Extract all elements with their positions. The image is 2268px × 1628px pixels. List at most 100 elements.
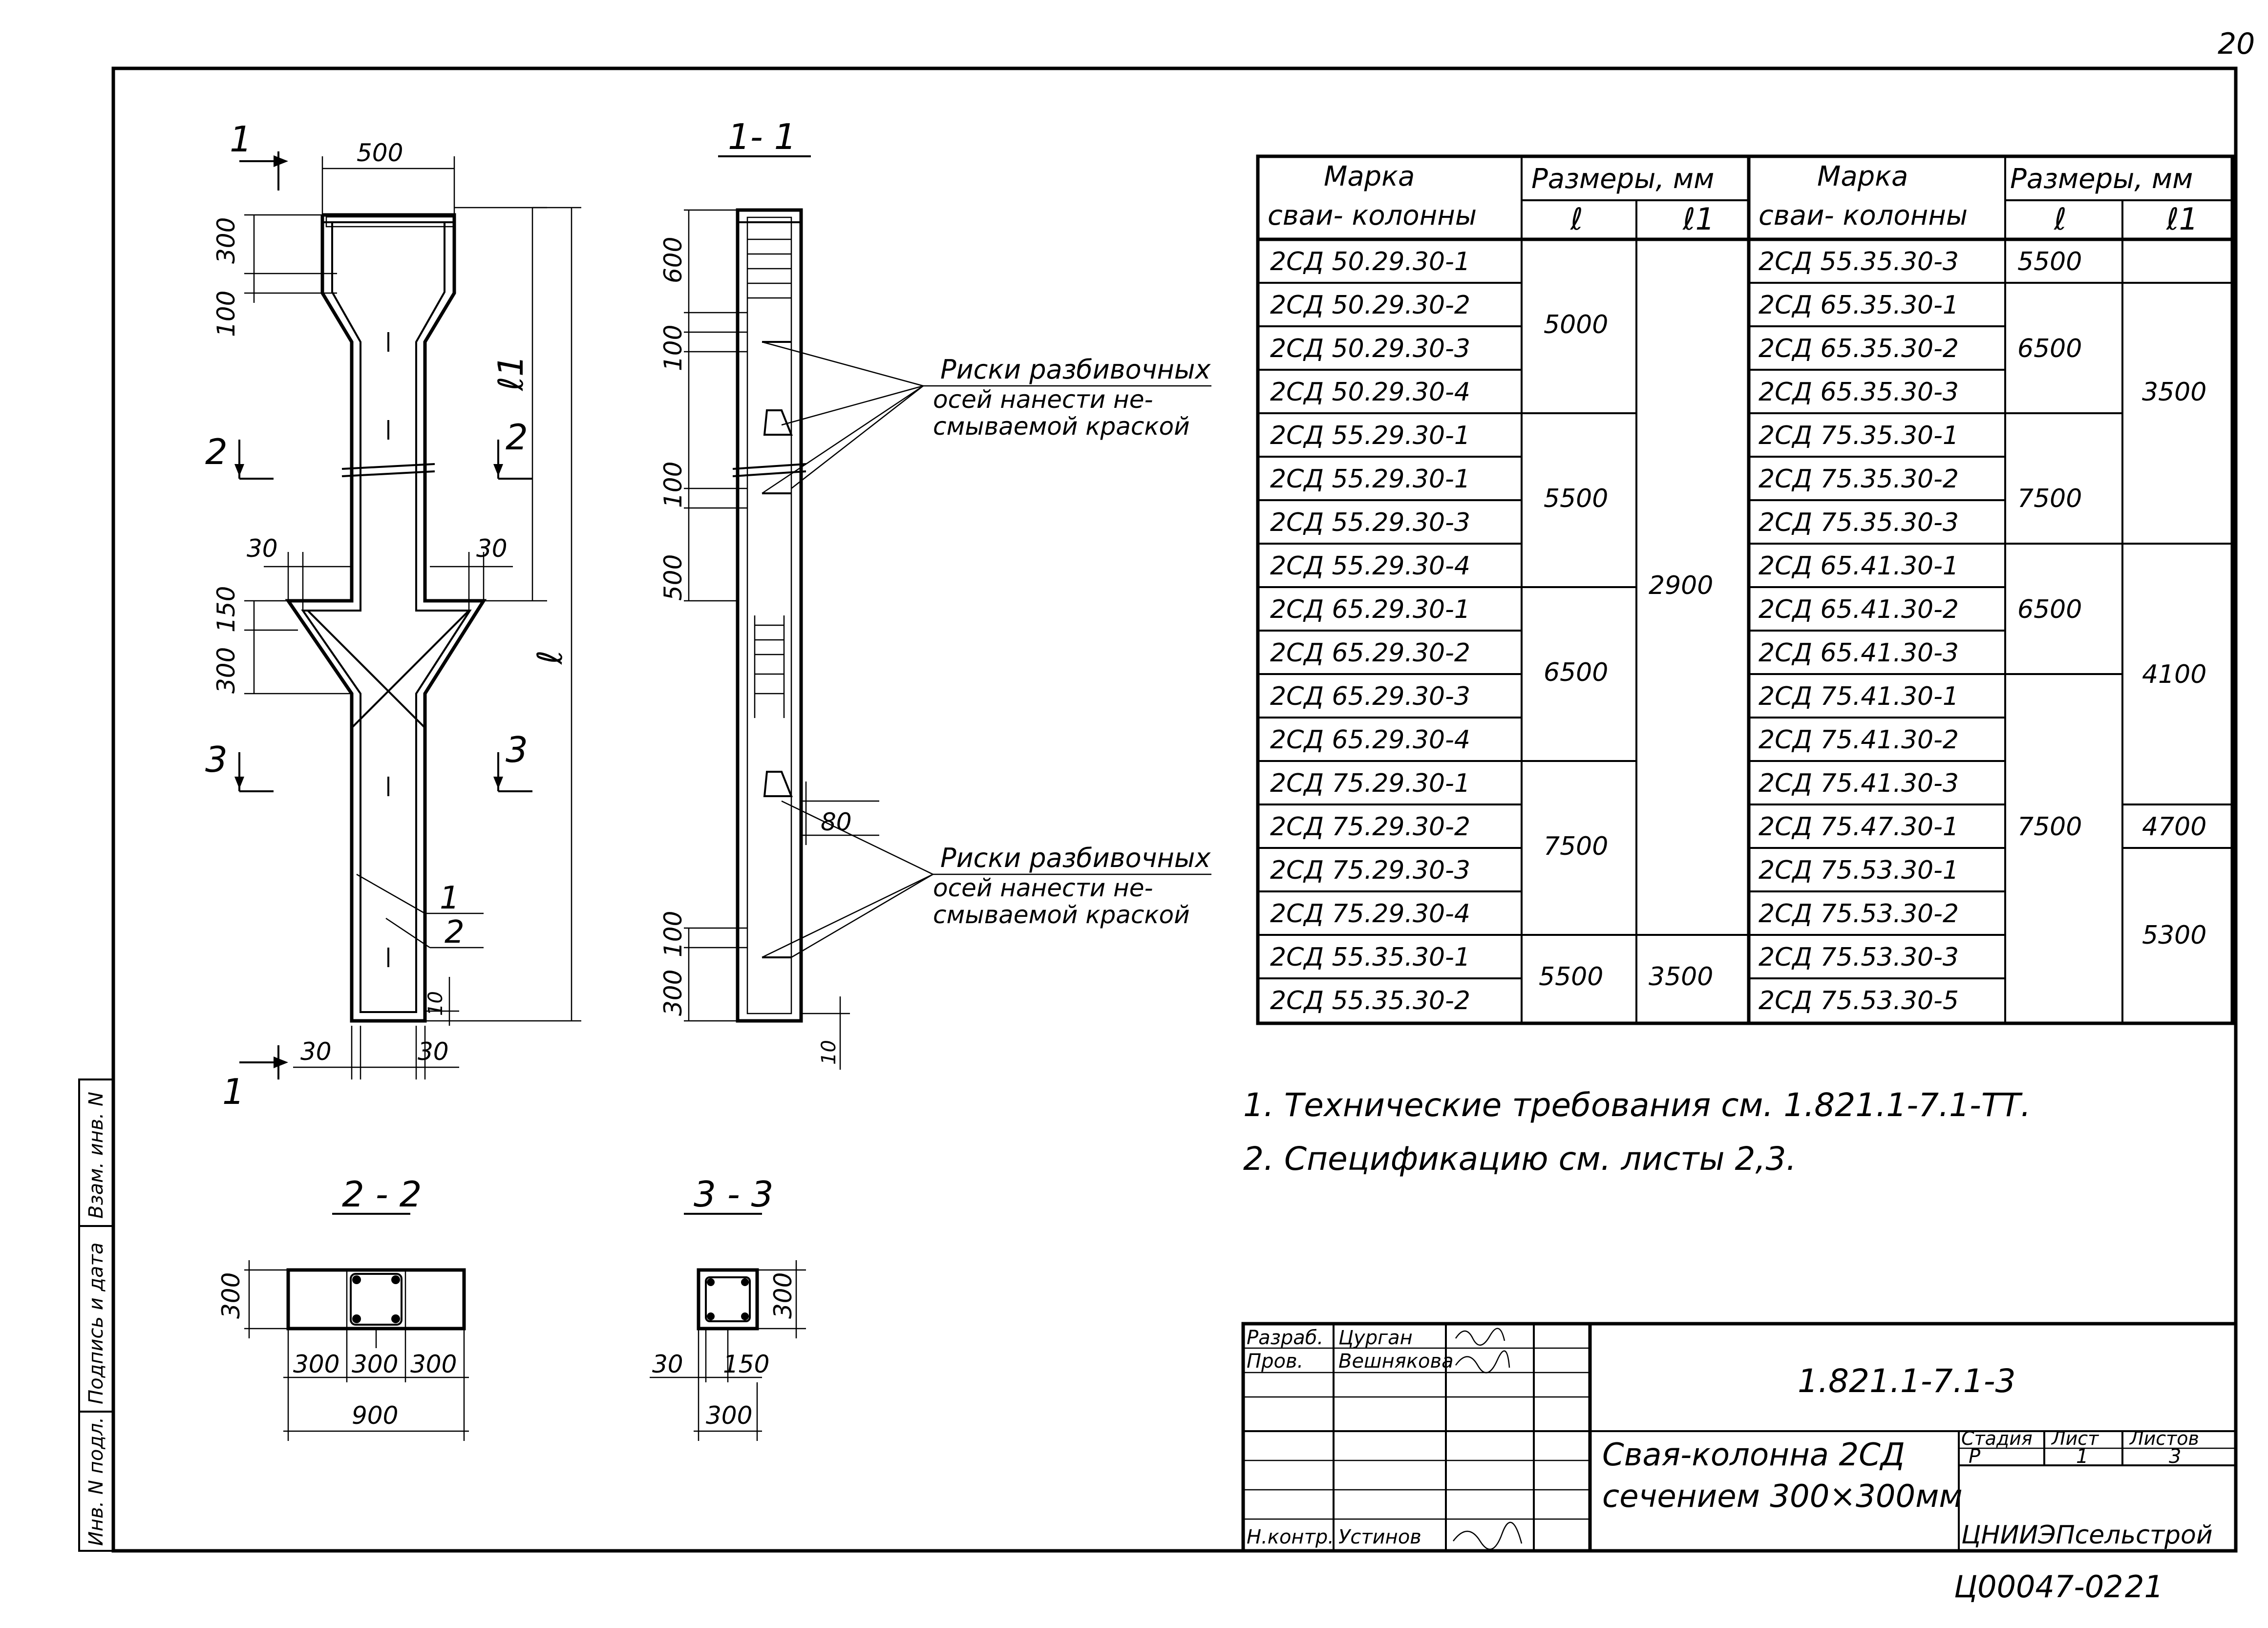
title-block: Разраб. Цурган Пров. Вешнякова Н.контр. … <box>1241 1322 2238 1553</box>
risk-note-bottom-line1: Риски разбивочных <box>940 843 1211 873</box>
table-header-l-left: ℓ <box>1570 201 1583 237</box>
dim-top-width: 500 <box>357 139 403 167</box>
risk-note-bottom-line2: осей нанести не- <box>933 874 1153 902</box>
section-1-1-title: 1- 1 <box>728 116 796 157</box>
section-2-2-view: 2 - 2 300 300 300 300 900 <box>217 1174 469 1441</box>
risk-note-bottom-line3: смываемой краской <box>933 901 1190 929</box>
s33-dim-total: 300 <box>706 1401 752 1430</box>
tb-title-line1: Свая-колонна 2СД <box>1602 1437 1905 1473</box>
table-right-l1-5300: 5300 <box>2142 921 2206 950</box>
section-3-3-title: 3 - 3 <box>694 1174 773 1215</box>
sheet-border <box>111 66 2238 1553</box>
table-row-right-10-mark: 2СД 65.41.30-3 <box>1759 638 1959 668</box>
table-left-l-5500: 5500 <box>1544 484 1608 513</box>
signature-nkontr <box>1453 1522 1523 1550</box>
s22-dim-b: 300 <box>352 1350 398 1378</box>
table-row-right-11-mark: 2СД 75.41.30-1 <box>1759 682 1959 711</box>
table-left-l1-3500: 3500 <box>1649 962 1713 992</box>
table-header-mark-line1-left: Марка <box>1324 161 1415 192</box>
s22-dim-a: 300 <box>293 1350 339 1378</box>
table-header-mark-line1-right: Марка <box>1817 161 1908 192</box>
tb-role-prov: Пров. <box>1247 1350 1303 1373</box>
table-row-left-6-mark: 2СД 55.29.30-1 <box>1270 465 1470 494</box>
table-row-right-13-mark: 2СД 75.41.30-3 <box>1759 769 1959 798</box>
table-row-left-16-mark: 2СД 75.29.30-4 <box>1270 899 1470 929</box>
dim-l1-label: ℓ1 <box>491 355 531 391</box>
callout-2: 2 <box>445 914 465 951</box>
stamp-inv-podl: Инв. N подл. <box>85 1417 107 1546</box>
tb-role-nkontr: Н.контр. <box>1247 1526 1334 1548</box>
tb-sheet: 1 <box>2076 1445 2088 1468</box>
archive-code: Ц00047-02 <box>1954 1569 2123 1605</box>
s33-dim-b: 150 <box>723 1350 769 1378</box>
section-mark-2-right: 2 <box>506 417 528 458</box>
table-row-left-7-mark: 2СД 55.29.30-3 <box>1270 508 1470 537</box>
table-header-sizes-left: Размеры, мм <box>1531 163 1714 195</box>
section-mark-3-right: 3 <box>506 729 528 770</box>
table-right-l-6500: 6500 <box>2017 334 2082 363</box>
dim-head-height: 300 <box>212 217 240 264</box>
section-mark-3-left: 3 <box>205 739 228 780</box>
tb-sheet-label: Лист <box>2051 1428 2099 1449</box>
table-left-l-5000: 5000 <box>1544 310 1608 339</box>
leader-note-top: Риски разбивочных осей нанести не- смыва… <box>762 341 1211 494</box>
table-left-l-6500: 6500 <box>1544 658 1608 687</box>
table-row-left-5-mark: 2СД 55.29.30-1 <box>1270 421 1470 450</box>
table-row-right-9-mark: 2СД 65.41.30-2 <box>1759 595 1959 624</box>
table-row-left-8-mark: 2СД 55.29.30-4 <box>1270 551 1470 581</box>
table-right-l-7500: 7500 <box>2017 484 2082 513</box>
risk-note-top-line1: Риски разбивочных <box>940 354 1211 385</box>
signature-razrab <box>1455 1328 1505 1346</box>
section-mark-1-top: 1 <box>230 119 252 160</box>
signature-prov <box>1455 1350 1510 1374</box>
table-header-mark-line2-left: сваи- колонны <box>1268 200 1477 232</box>
table-row-left-1-mark: 2СД 50.29.30-1 <box>1270 247 1470 276</box>
table-row-right-16-mark: 2СД 75.53.30-2 <box>1759 899 1959 929</box>
table-row-right-2-mark: 2СД 65.35.30-1 <box>1759 291 1959 320</box>
callout-1: 1 <box>440 880 460 916</box>
table-row-right-3-mark: 2СД 65.35.30-2 <box>1759 334 1959 363</box>
table-right-l-5500: 5500 <box>2017 247 2082 276</box>
table-row-left-2-mark: 2СД 50.29.30-2 <box>1270 291 1470 320</box>
archive-page: 21 <box>2125 1569 2163 1605</box>
s11-dim-500: 500 <box>659 554 687 601</box>
pile-dimensions-table: Марка сваи- колонны Размеры, мм ℓ ℓ1 Мар… <box>1256 154 2234 1025</box>
table-row-right-15-mark: 2СД 75.53.30-1 <box>1759 856 1959 885</box>
leader-note-bottom: Риски разбивочных осей нанести не- смыва… <box>762 800 1211 958</box>
s22-dim-h: 300 <box>217 1272 245 1319</box>
table-row-right-14-mark: 2СД 75.47.30-1 <box>1759 812 1959 842</box>
table-row-left-12-mark: 2СД 65.29.30-4 <box>1270 725 1470 755</box>
risk-note-top-line3: смываемой краской <box>933 412 1190 441</box>
note-1: 1. Технические требования см. 1.821.1-7.… <box>1243 1086 2031 1124</box>
table-header-sizes-right: Размеры, мм <box>2010 163 2193 195</box>
table-row-left-3-mark: 2СД 50.29.30-3 <box>1270 334 1470 363</box>
table-row-left-13-mark: 2СД 75.29.30-1 <box>1270 769 1470 798</box>
dim-bracket-150: 150 <box>212 586 240 633</box>
section-3-3-view: 3 - 3 300 30 150 300 <box>650 1174 806 1441</box>
tb-doc-code: 1.821.1-7.1-3 <box>1798 1362 2016 1400</box>
dim-bot-right: 30 <box>418 1037 449 1066</box>
s22-dim-c: 300 <box>410 1350 457 1378</box>
table-header-l-right: ℓ <box>2054 201 2067 237</box>
s11-dim-100a: 100 <box>659 325 687 371</box>
s11-dim-10: 10 <box>818 1040 840 1065</box>
table-row-right-1-mark: 2СД 55.35.30-3 <box>1759 247 1959 276</box>
table-row-left-9-mark: 2СД 65.29.30-1 <box>1270 595 1470 624</box>
section-mark-1-bottom: 1 <box>222 1071 245 1112</box>
tb-organization: ЦНИИЭПсельстрой <box>1961 1521 2213 1550</box>
dim-bracket-300: 300 <box>212 647 240 694</box>
tb-name-razrab: Цурган <box>1338 1327 1413 1349</box>
table-row-left-15-mark: 2СД 75.29.30-3 <box>1270 856 1470 885</box>
tb-name-nkontr: Устинов <box>1338 1526 1421 1548</box>
s11-dim-600: 600 <box>659 237 687 283</box>
table-header-l1-left: ℓ1 <box>1682 201 1715 237</box>
s11-dim-300: 300 <box>659 970 687 1016</box>
s11-dim-100c: 100 <box>659 911 687 957</box>
tb-name-prov: Вешнякова <box>1338 1350 1454 1373</box>
table-right-l-7500b: 7500 <box>2017 812 2082 842</box>
table-row-left-18-mark: 2СД 55.35.30-2 <box>1270 986 1470 1015</box>
table-row-right-18-mark: 2СД 75.53.30-5 <box>1759 986 1959 1015</box>
dim-bot-10: 10 <box>424 991 447 1016</box>
page-number: 20 <box>2218 27 2255 61</box>
